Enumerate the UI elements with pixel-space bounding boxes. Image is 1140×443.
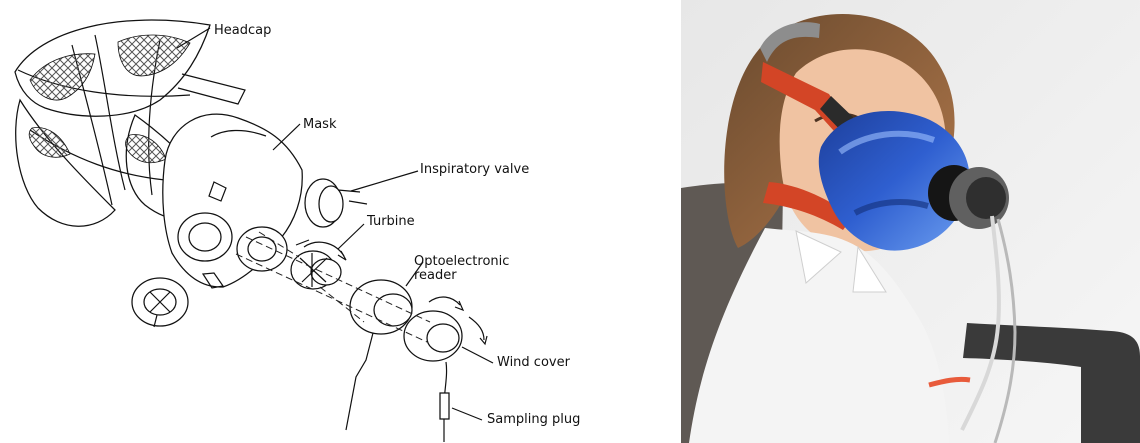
sampling-plug-label: Sampling plug <box>487 412 580 427</box>
inspiratory-valve-illustration <box>305 179 367 227</box>
photo-svg <box>681 0 1140 443</box>
optoelectronic-label-line1: Optoelectronic <box>414 254 509 269</box>
mask-label: Mask <box>303 117 337 132</box>
exhalation-valve-left <box>132 278 188 327</box>
child-wearing-mask-photo <box>681 0 1140 443</box>
inspiratory-valve-label: Inspiratory valve <box>420 162 529 177</box>
exploded-mask-diagram: Headcap Mask Inspiratory valve Turbine O… <box>0 0 640 443</box>
turbine-label: Turbine <box>366 214 415 229</box>
optoelectronic-label-line2: reader <box>414 268 457 283</box>
mask-illustration <box>163 114 302 288</box>
diagram-svg: Headcap Mask Inspiratory valve Turbine O… <box>0 0 640 443</box>
optoelectronic-reader-illustration <box>346 280 412 430</box>
wind-cover-illustration <box>404 297 487 361</box>
sampling-plug-illustration <box>440 362 449 442</box>
headcap-label: Headcap <box>214 23 271 38</box>
wind-cover-label: Wind cover <box>497 355 571 370</box>
turbine-illustration <box>291 240 346 289</box>
